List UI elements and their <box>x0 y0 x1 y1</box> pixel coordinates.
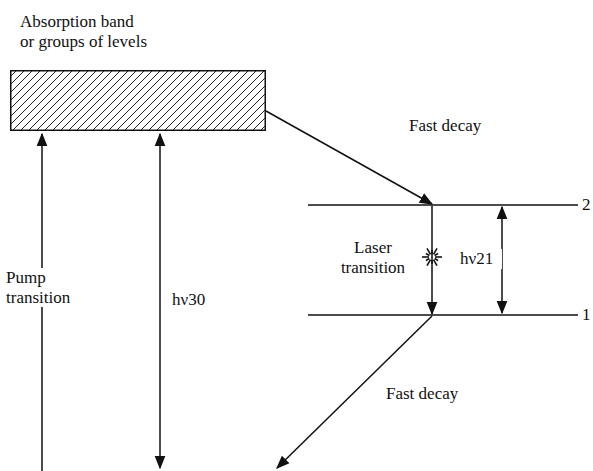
decay-label: Fast decay <box>384 384 498 404</box>
level-line <box>308 305 578 325</box>
transition-arrow <box>431 206 433 314</box>
energy-level: 2 <box>308 195 593 215</box>
energy-level: 1 <box>308 305 593 325</box>
hatched-band <box>10 70 266 131</box>
transition-label: Laser transition <box>332 238 414 277</box>
pump-label: Pump transition <box>4 268 100 307</box>
absorption-band: Absorption band or groups of levels <box>10 10 266 131</box>
decay-label: Fast decay <box>407 116 541 136</box>
level-number: 2 <box>582 195 591 215</box>
level-line <box>308 195 578 215</box>
level-number: 1 <box>582 305 591 325</box>
band-heading: Absorption band or groups of levels <box>20 12 149 51</box>
energy-arrow <box>159 134 161 468</box>
energy-label: hν30 <box>170 290 234 310</box>
energy-label: hν21 <box>458 249 502 269</box>
